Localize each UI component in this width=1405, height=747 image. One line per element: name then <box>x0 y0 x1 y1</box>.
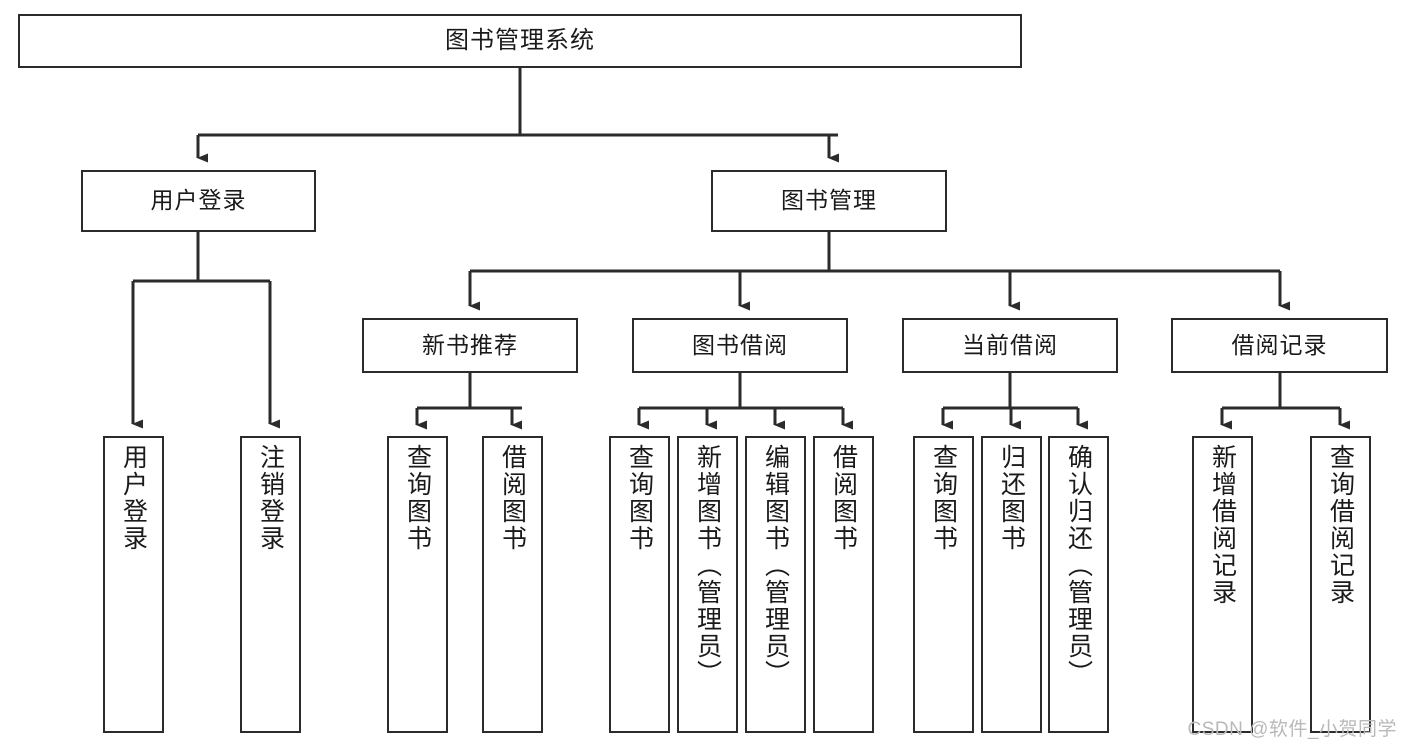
node-leaf-edit-book[interactable]: 编辑图书（管理员） <box>745 436 806 733</box>
node-borrow-record-label: 借阅记录 <box>1231 331 1328 358</box>
node-leaf-confirm-return-label: 确认归还（管理员） <box>1064 444 1093 687</box>
node-leaf-borrow-book-1-label: 借阅图书 <box>498 444 527 552</box>
node-leaf-add-book[interactable]: 新增图书（管理员） <box>677 436 738 733</box>
node-leaf-query-book-3-label: 查询图书 <box>929 444 958 552</box>
node-leaf-add-record[interactable]: 新增借阅记录 <box>1192 436 1253 733</box>
node-root[interactable]: 图书管理系统 <box>18 14 1022 68</box>
node-new-book-rec-label: 新书推荐 <box>422 331 518 358</box>
node-leaf-query-book-1-label: 查询图书 <box>403 444 432 552</box>
node-current-borrow[interactable]: 当前借阅 <box>902 318 1118 373</box>
node-current-borrow-label: 当前借阅 <box>962 331 1058 358</box>
node-leaf-add-record-label: 新增借阅记录 <box>1208 444 1237 606</box>
node-leaf-query-book-1[interactable]: 查询图书 <box>387 436 448 733</box>
node-book-borrow-label: 图书借阅 <box>692 331 788 358</box>
node-leaf-query-record[interactable]: 查询借阅记录 <box>1310 436 1371 733</box>
node-borrow-record[interactable]: 借阅记录 <box>1171 318 1388 373</box>
node-leaf-query-book-3[interactable]: 查询图书 <box>913 436 974 733</box>
node-leaf-user-logout[interactable]: 注销登录 <box>240 436 301 733</box>
node-leaf-user-logout-label: 注销登录 <box>256 444 285 552</box>
node-root-label: 图书管理系统 <box>445 26 595 54</box>
watermark-text: CSDN @软件_小贺同学 <box>1187 719 1397 740</box>
node-new-book-rec[interactable]: 新书推荐 <box>362 318 578 373</box>
node-leaf-query-book-2[interactable]: 查询图书 <box>609 436 670 733</box>
node-user-login[interactable]: 用户登录 <box>81 170 316 232</box>
node-leaf-query-record-label: 查询借阅记录 <box>1326 444 1355 606</box>
node-leaf-edit-book-label: 编辑图书（管理员） <box>761 444 790 687</box>
node-leaf-return-book[interactable]: 归还图书 <box>981 436 1042 733</box>
node-user-login-label: 用户登录 <box>150 187 247 214</box>
node-book-manage[interactable]: 图书管理 <box>711 170 947 232</box>
node-leaf-add-book-label: 新增图书（管理员） <box>693 444 722 687</box>
node-book-borrow[interactable]: 图书借阅 <box>632 318 848 373</box>
node-leaf-query-book-2-label: 查询图书 <box>625 444 654 552</box>
node-leaf-borrow-book-2-label: 借阅图书 <box>829 444 858 552</box>
node-leaf-user-login-label: 用户登录 <box>119 444 148 552</box>
node-leaf-return-book-label: 归还图书 <box>997 444 1026 552</box>
node-leaf-confirm-return[interactable]: 确认归还（管理员） <box>1048 436 1109 733</box>
node-leaf-borrow-book-1[interactable]: 借阅图书 <box>482 436 543 733</box>
node-leaf-borrow-book-2[interactable]: 借阅图书 <box>813 436 874 733</box>
node-leaf-user-login[interactable]: 用户登录 <box>103 436 164 733</box>
node-book-manage-label: 图书管理 <box>781 187 877 214</box>
